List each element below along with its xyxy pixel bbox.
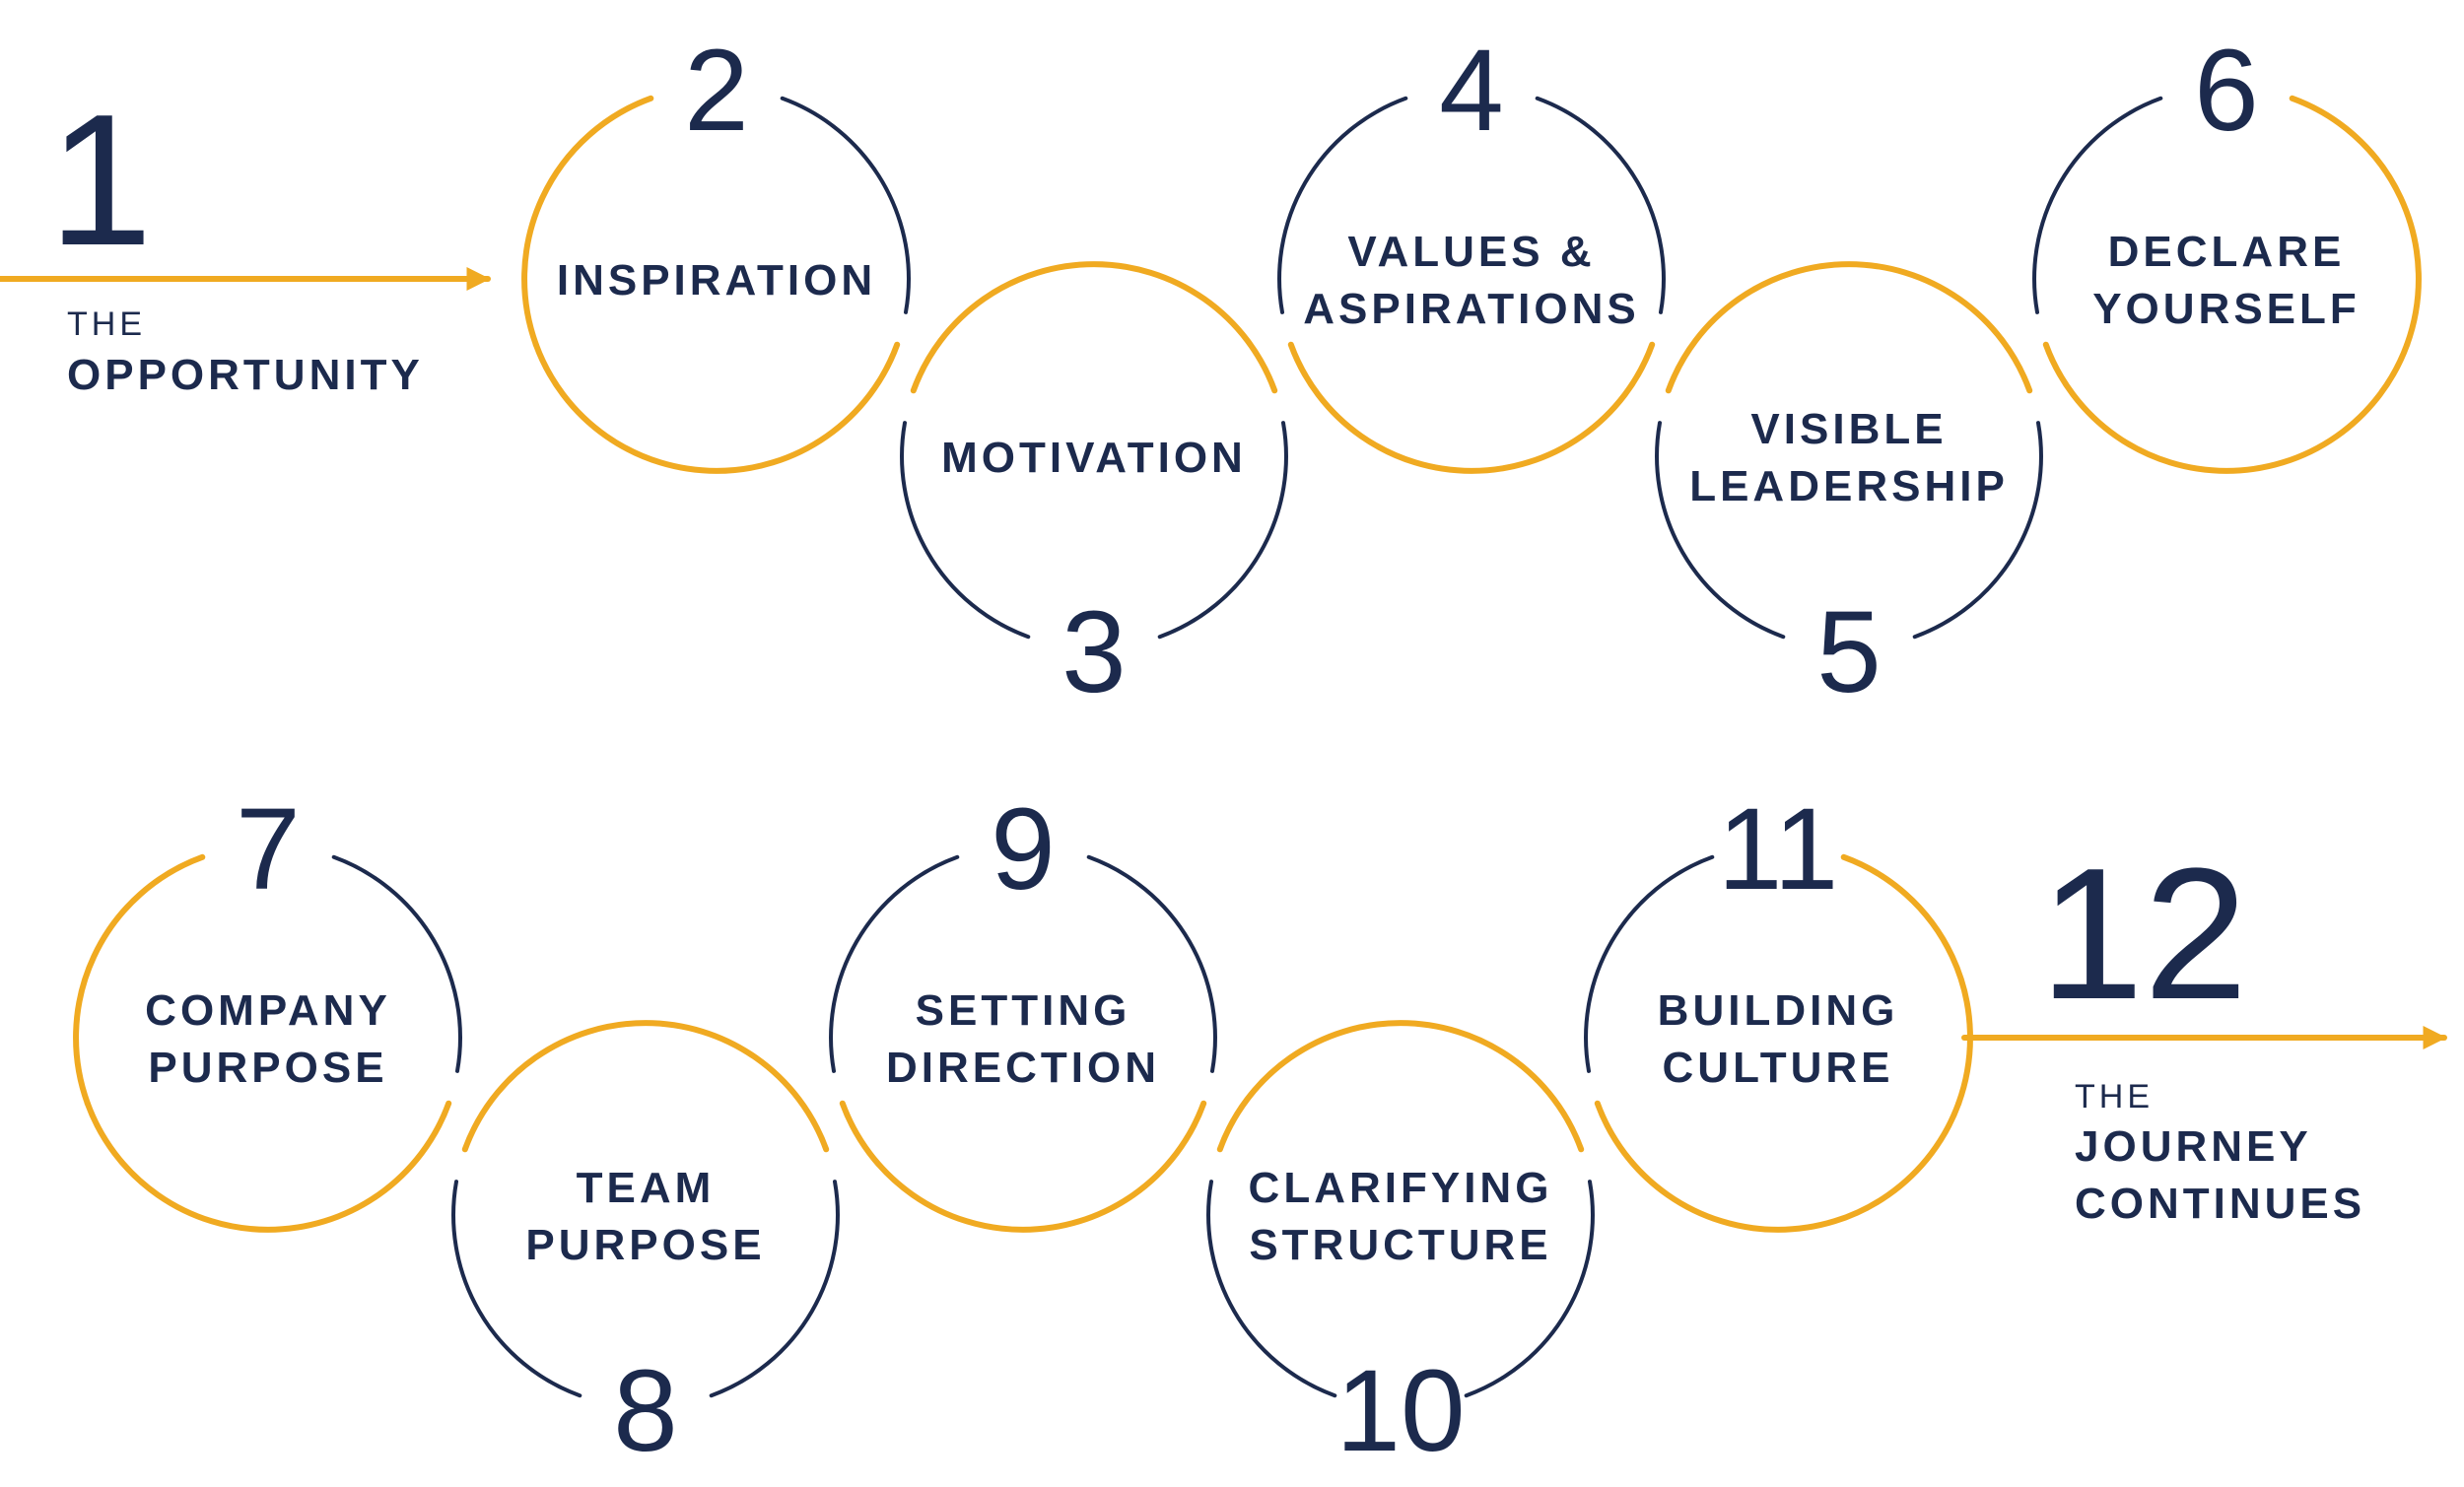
step-number-10: 10 xyxy=(1335,1346,1465,1476)
step-label-8-line-2: PURPOSE xyxy=(525,1221,765,1269)
step-label-3-line-1: MOTIVATION xyxy=(941,434,1247,482)
start-number: 1 xyxy=(48,76,153,285)
circle-left-arc-4 xyxy=(1277,96,1408,314)
step-label-4-line-1: VALUES & xyxy=(1347,228,1595,276)
wave-segment-8 xyxy=(461,1020,830,1153)
step-number-7: 7 xyxy=(236,784,301,914)
wave-segment-3 xyxy=(910,261,1278,394)
circle-navy-arc-11 xyxy=(1584,854,1715,1073)
circle-outer-arc-2 xyxy=(521,95,654,348)
step-label-6-line-2: YOURSELF xyxy=(2092,285,2361,333)
circle-left-arc-10 xyxy=(1206,1180,1337,1398)
wave-segment-2 xyxy=(532,341,901,474)
circle-right-arc-10 xyxy=(1464,1180,1595,1398)
step-label-7-line-1: COMPANY xyxy=(145,986,391,1035)
wave-segment-11 xyxy=(1594,1100,1962,1233)
step-number-2: 2 xyxy=(684,26,749,156)
step-label-10-line-2: STRUCTURE xyxy=(1249,1221,1551,1269)
circle-navy-arc-6 xyxy=(2032,96,2163,314)
step-label-2-line-1: INSPIRATION xyxy=(557,256,876,304)
step-label-8-line-1: TEAM xyxy=(577,1164,716,1212)
wave-segment-7 xyxy=(84,1100,452,1233)
circle-navy-arc-b-2 xyxy=(904,277,911,314)
circle-navy-arc-2 xyxy=(780,96,911,281)
wave-segment-9 xyxy=(839,1100,1207,1233)
circle-left-arc-8 xyxy=(451,1180,582,1398)
circle-navy-arc-7 xyxy=(331,854,462,1040)
circle-right-arc-8 xyxy=(709,1180,840,1398)
circle-left-arc-5 xyxy=(1655,421,1786,640)
step-label-11-line-1: BUILDING xyxy=(1658,986,1899,1035)
end-label-small: THE xyxy=(2075,1078,2154,1115)
step-label-11-line-2: CULTURE xyxy=(1663,1044,1894,1092)
step-number-3: 3 xyxy=(1061,587,1127,717)
step-label-4-line-2: ASPIRATIONS xyxy=(1303,285,1639,333)
wave-segment-5 xyxy=(1665,261,2033,394)
step-number-8: 8 xyxy=(613,1346,678,1476)
wave-segment-4 xyxy=(1287,341,1656,474)
circle-right-arc-9 xyxy=(1086,854,1217,1073)
circle-right-arc-5 xyxy=(1912,421,2043,640)
circle-navy-arc-b-7 xyxy=(455,1036,462,1073)
circle-right-arc-4 xyxy=(1535,96,1666,314)
circle-left-arc-3 xyxy=(900,421,1031,640)
step-label-9-line-1: SETTING xyxy=(916,986,1131,1035)
circle-left-arc-9 xyxy=(829,854,960,1073)
wave-segment-6 xyxy=(2042,341,2411,474)
step-label-9-line-2: DIRECTION xyxy=(886,1044,1160,1092)
step-number-4: 4 xyxy=(1439,26,1504,156)
start-label-small: THE xyxy=(67,305,146,343)
end-label-line1: JOURNEY xyxy=(2075,1122,2312,1171)
wave-segment-10 xyxy=(1216,1020,1585,1153)
step-number-9: 9 xyxy=(991,784,1056,914)
step-label-7-line-2: PURPOSE xyxy=(148,1044,387,1092)
step-number-5: 5 xyxy=(1816,587,1882,717)
step-number-6: 6 xyxy=(2194,26,2259,156)
step-label-5-line-1: VISIBLE xyxy=(1750,405,1947,453)
end-label-line2: CONTINUES xyxy=(2075,1180,2365,1228)
circle-outer-arc-11 xyxy=(1840,853,1973,1107)
step-label-6-line-1: DECLARE xyxy=(2108,228,2346,276)
circle-right-arc-3 xyxy=(1157,421,1288,640)
step-number-11: 11 xyxy=(1718,784,1839,914)
step-label-5-line-2: LEADERSHIP xyxy=(1689,462,2009,510)
circle-outer-arc-7 xyxy=(73,853,206,1107)
start-label: OPPORTUNITY xyxy=(67,351,424,399)
end-number: 12 xyxy=(2039,830,2247,1039)
step-label-10-line-1: CLARIFYING xyxy=(1249,1164,1553,1212)
circle-outer-arc-6 xyxy=(2289,95,2422,348)
